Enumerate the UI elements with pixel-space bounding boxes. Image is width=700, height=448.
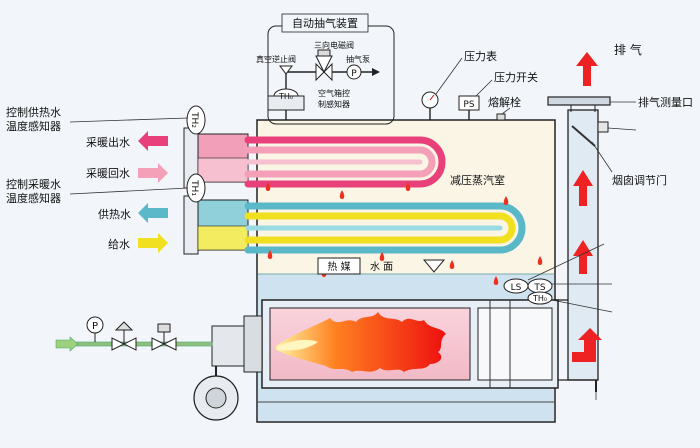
exhaust-arrow-lower <box>573 240 593 274</box>
hot-supply-arrow <box>138 203 168 223</box>
th0-right-symbol: TH₀ <box>532 294 547 303</box>
fuel-line <box>63 341 213 347</box>
upper-header-band <box>197 157 249 183</box>
heat-medium-label: 热 媒 <box>327 260 350 273</box>
pressure-gauge-label: 压力表 <box>464 49 497 63</box>
heating-return-arrow <box>138 163 168 183</box>
heating-coil <box>244 136 446 188</box>
auto-extract-title: 自动抽气装置 <box>292 16 358 30</box>
heating-sensor-label-1: 控制供热水 <box>6 105 61 119</box>
three-way-solenoid-label: 三向电磁阀 <box>314 40 354 50</box>
medium-temp-leader <box>551 299 613 313</box>
pressure-gauge-needle <box>429 94 435 101</box>
chimney-cap <box>547 96 611 106</box>
vacuum-check-valve <box>279 65 293 75</box>
hot-water-coil <box>244 202 526 254</box>
ts-symbol: TS <box>533 283 545 293</box>
flame-core <box>278 339 318 351</box>
exhaust-arrow-mid <box>573 170 593 206</box>
fuse-plug-leader <box>501 107 511 115</box>
pressure-switch-leader <box>475 79 493 97</box>
th2-symbol: TH₂ <box>189 111 199 128</box>
pressure-gauge-leader <box>435 57 463 95</box>
fuel-valve-1 <box>111 321 137 351</box>
fuel-inlet-arrow <box>55 336 79 352</box>
hot-supply-label: 供热水 <box>98 207 131 221</box>
burner-front <box>243 315 263 373</box>
fuel-valve-2 <box>151 323 177 351</box>
chamber-label: 减压蒸汽室 <box>450 173 505 187</box>
burner-fan-hub <box>205 387 227 409</box>
ps-symbol: PS <box>463 100 474 110</box>
water-level-label: 水 面 <box>370 261 393 273</box>
ls-symbol: LS <box>511 283 522 293</box>
vacuum-check-valve-label: 真空逆止阀 <box>256 54 296 64</box>
exhaust-arrow-top <box>576 52 598 86</box>
exhaust-temp-leader <box>607 127 637 131</box>
exhaust-port-label: 排气测量口 <box>638 95 693 109</box>
water-level-symbol <box>422 259 446 273</box>
th1-sensor: TH₁ <box>186 173 206 203</box>
pressure-switch-label: 压力开关 <box>494 70 538 84</box>
exhaust-temp-sensor-probe <box>597 121 609 133</box>
air-box-sensor-label-1: 空气箱控 <box>318 88 350 98</box>
lower-header-band <box>197 225 249 251</box>
warm-sensor-label-2: 温度感知器 <box>6 191 61 205</box>
heating-out-arrow <box>138 131 168 151</box>
furnace-rear <box>477 307 553 381</box>
damper-label: 烟囱调节门 <box>612 173 667 187</box>
three-way-valve <box>315 49 333 82</box>
heating-sensor-leader <box>69 117 189 123</box>
heating-sensor-label-2: 温度感知器 <box>6 119 61 133</box>
exhaust-label: 排 气 <box>614 42 642 57</box>
th2-sensor: TH₂ <box>186 105 206 135</box>
heating-return-label: 采暖回水 <box>86 167 130 180</box>
th1-symbol: TH₁ <box>189 179 199 196</box>
fuse-plug-label: 熔解栓 <box>488 95 521 109</box>
feed-water-arrow <box>138 233 168 253</box>
damper-blade <box>571 125 596 147</box>
extract-pump-symbol: P <box>351 69 357 79</box>
fuel-pump-symbol: P <box>92 321 98 332</box>
warm-sensor-label-1: 控制采暖水 <box>6 177 61 191</box>
heating-out-label: 采暖出水 <box>86 135 130 149</box>
lower-flange <box>183 195 199 255</box>
warm-sensor-leader <box>69 187 189 195</box>
th0-top-symbol: TH₀ <box>278 92 293 101</box>
auto-extract-title-box <box>281 13 369 33</box>
pump-label: 抽气泵 <box>346 54 370 64</box>
burner-body <box>211 325 245 367</box>
th0-sensor <box>527 291 553 305</box>
feed-water-label: 给水 <box>108 238 130 251</box>
heat-medium-box <box>317 257 361 275</box>
flue-turn-arrow <box>572 328 602 362</box>
flame <box>276 312 446 372</box>
air-box-sensor-label-2: 制感知器 <box>318 99 350 109</box>
low-water-leader <box>527 243 605 281</box>
damper-leader <box>591 141 613 173</box>
extract-outlet-arrow <box>372 68 380 76</box>
extract-pump <box>346 64 362 80</box>
fuse-plug <box>496 113 506 121</box>
